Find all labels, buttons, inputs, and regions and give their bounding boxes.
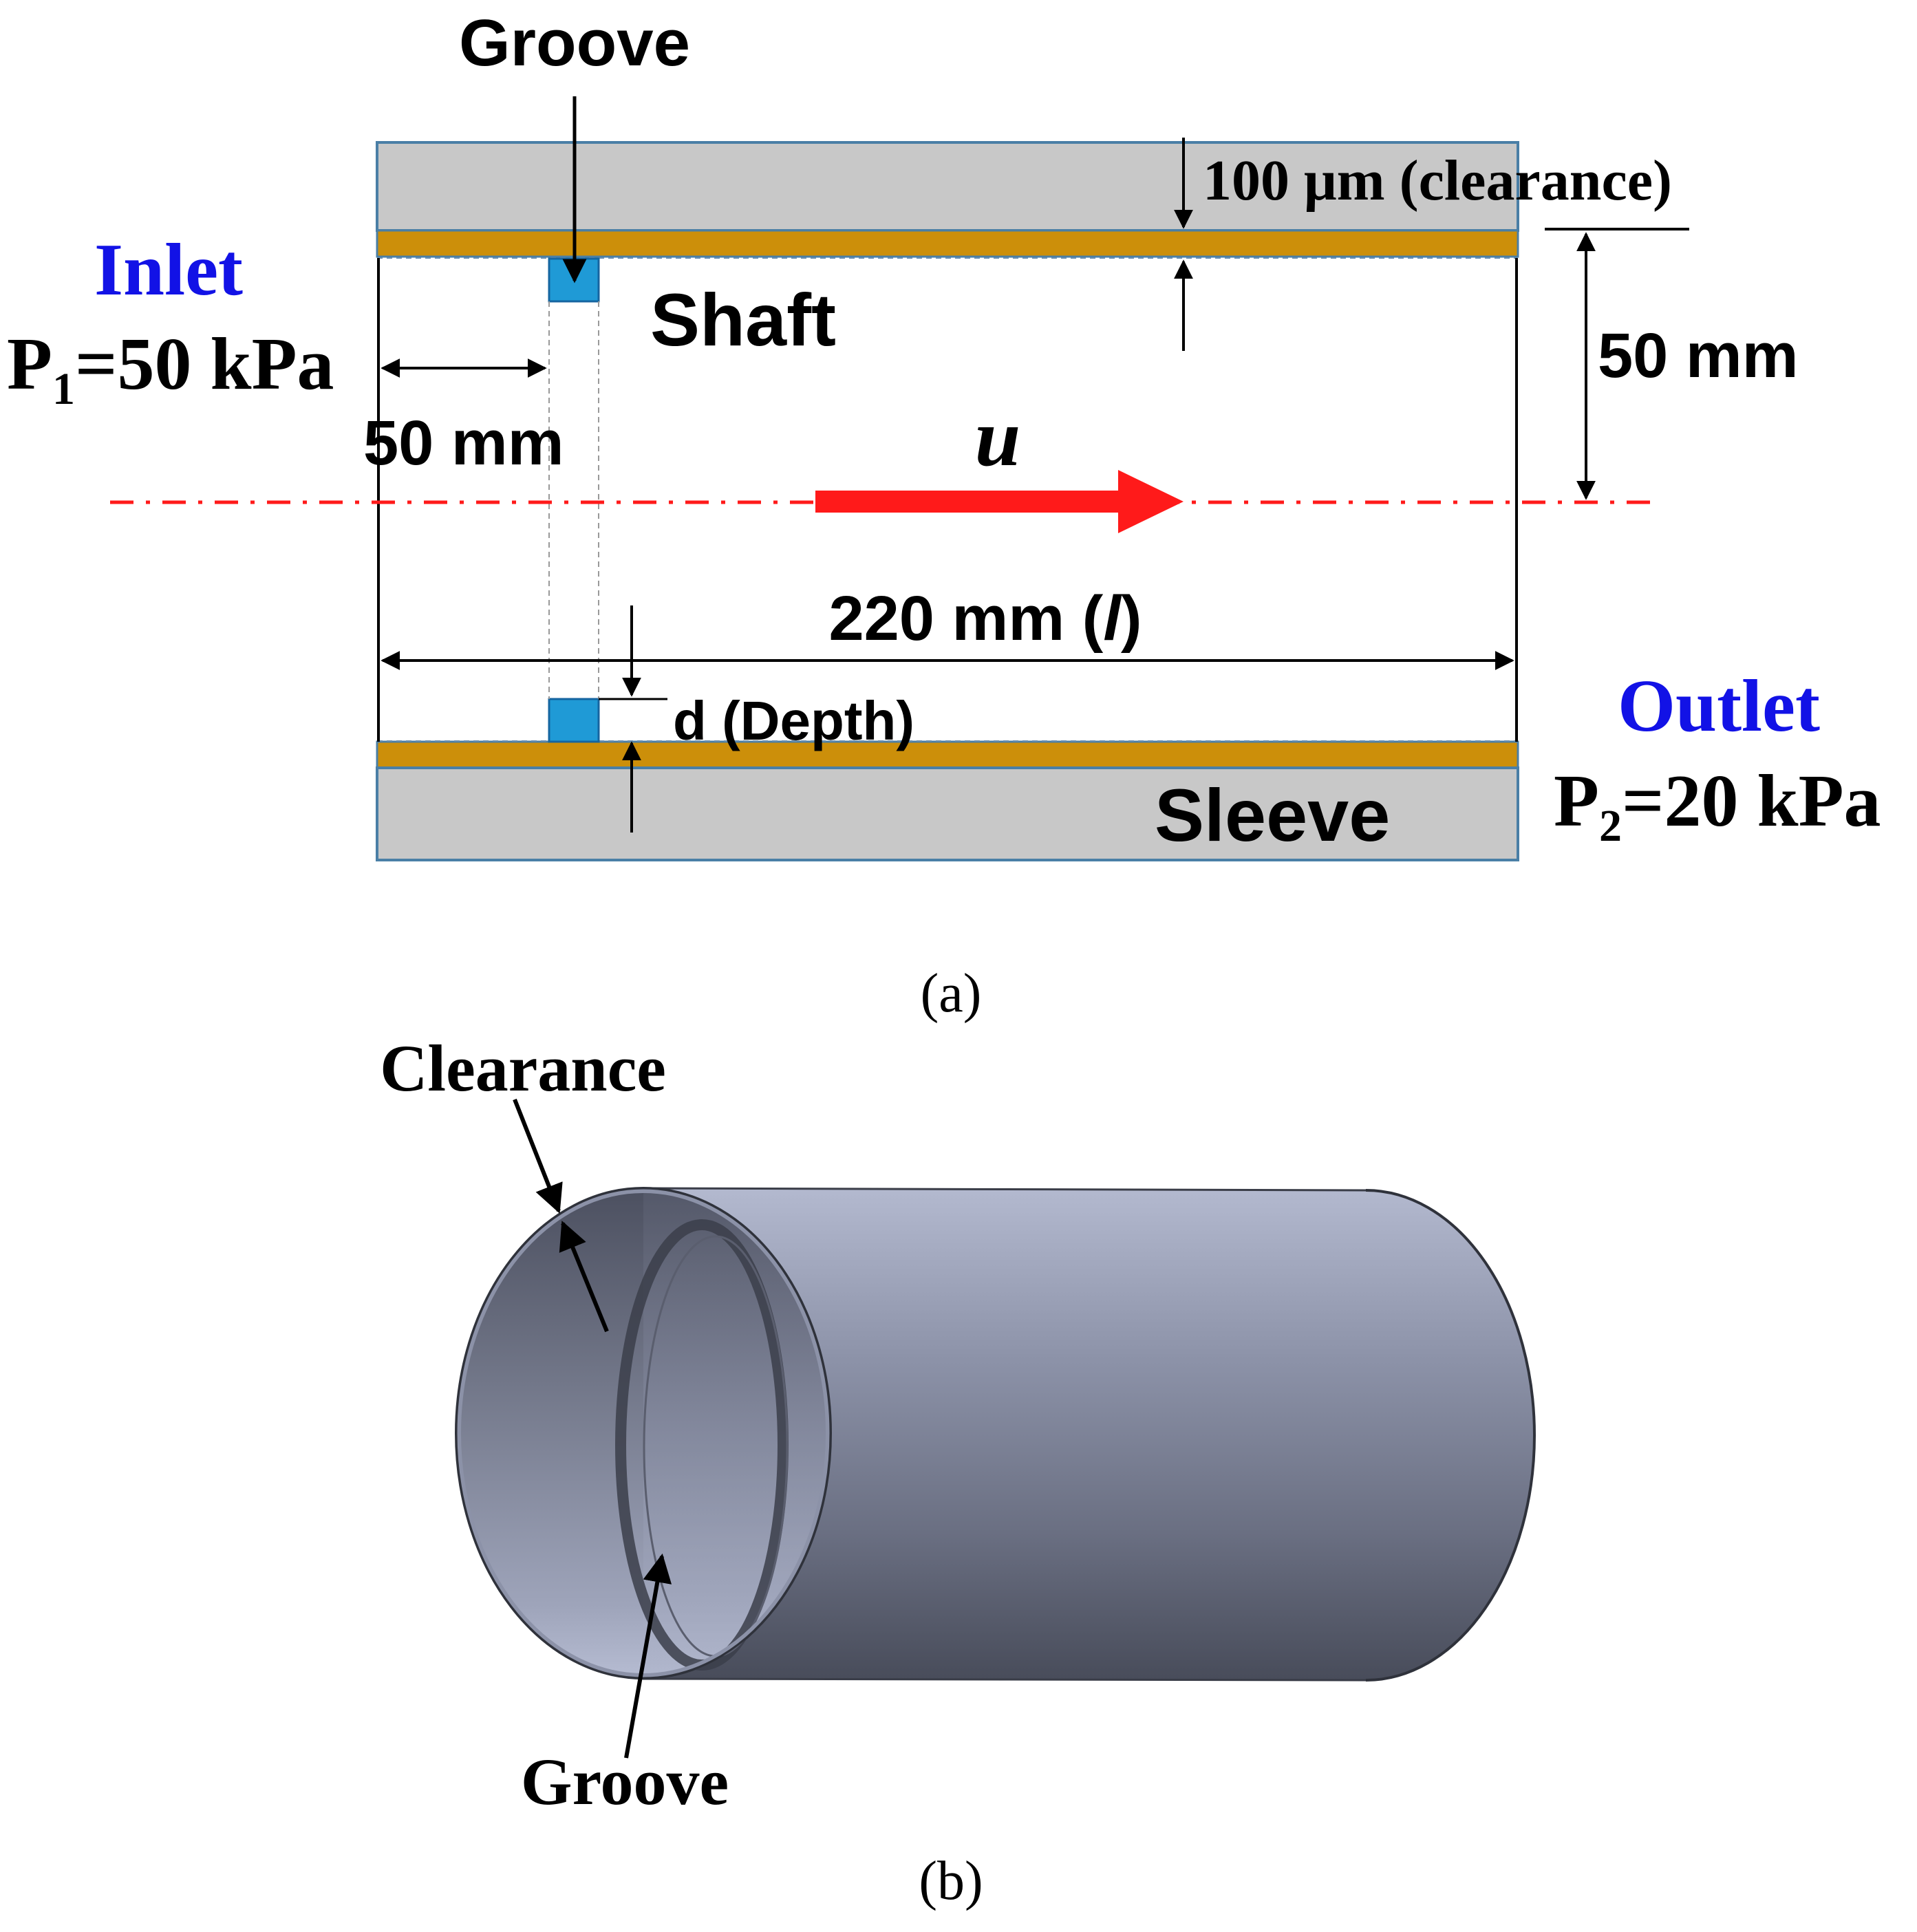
- groove-label-a: Groove: [459, 6, 690, 80]
- length-label: 220 mm (l): [828, 583, 1142, 654]
- groove-pointer-b: [624, 1553, 672, 1759]
- bottom-clearance-film: [376, 740, 1519, 769]
- top-wall: [376, 141, 1519, 232]
- sleeve-label: Sleeve: [1155, 773, 1390, 857]
- inlet-pressure: P1=50 kPa: [7, 323, 334, 414]
- groove-offset-label: 50 mm: [363, 408, 564, 478]
- panel-a: u Groove 100 μm (clearance) Shaft Sleeve…: [7, 6, 1881, 1024]
- clearance-rim: [457, 1189, 830, 1677]
- clearance-label-b: Clearance: [380, 1031, 666, 1105]
- clearance-pointer-up: [559, 1221, 609, 1333]
- velocity-label: u: [975, 391, 1021, 483]
- groove-label-b: Groove: [521, 1745, 729, 1818]
- bottom-wall: [376, 766, 1519, 861]
- clearance-pointer-down: [513, 1098, 563, 1214]
- top-clearance-film: [376, 229, 1519, 258]
- shaft-label: Shaft: [650, 278, 836, 361]
- flow-arrow: [815, 470, 1184, 533]
- radius-label: 50 mm: [1598, 321, 1799, 391]
- cylinder-bore-far: [643, 1188, 831, 1679]
- depth-label: d (Depth): [673, 690, 914, 751]
- caption-a: (a): [921, 963, 982, 1024]
- groove-bottom: [548, 698, 600, 743]
- caption-b: (b): [919, 1851, 983, 1911]
- inlet-label: Inlet: [94, 229, 243, 311]
- outlet-pressure: P2=20 kPa: [1554, 760, 1881, 851]
- panel-b: Clearance Groove (b): [380, 1031, 1536, 1911]
- outlet-label: Outlet: [1618, 665, 1820, 747]
- cylinder-far-end: [1365, 1189, 1536, 1682]
- clearance-label: 100 μm (clearance): [1203, 149, 1672, 213]
- clearance-rim-edge: [455, 1187, 832, 1679]
